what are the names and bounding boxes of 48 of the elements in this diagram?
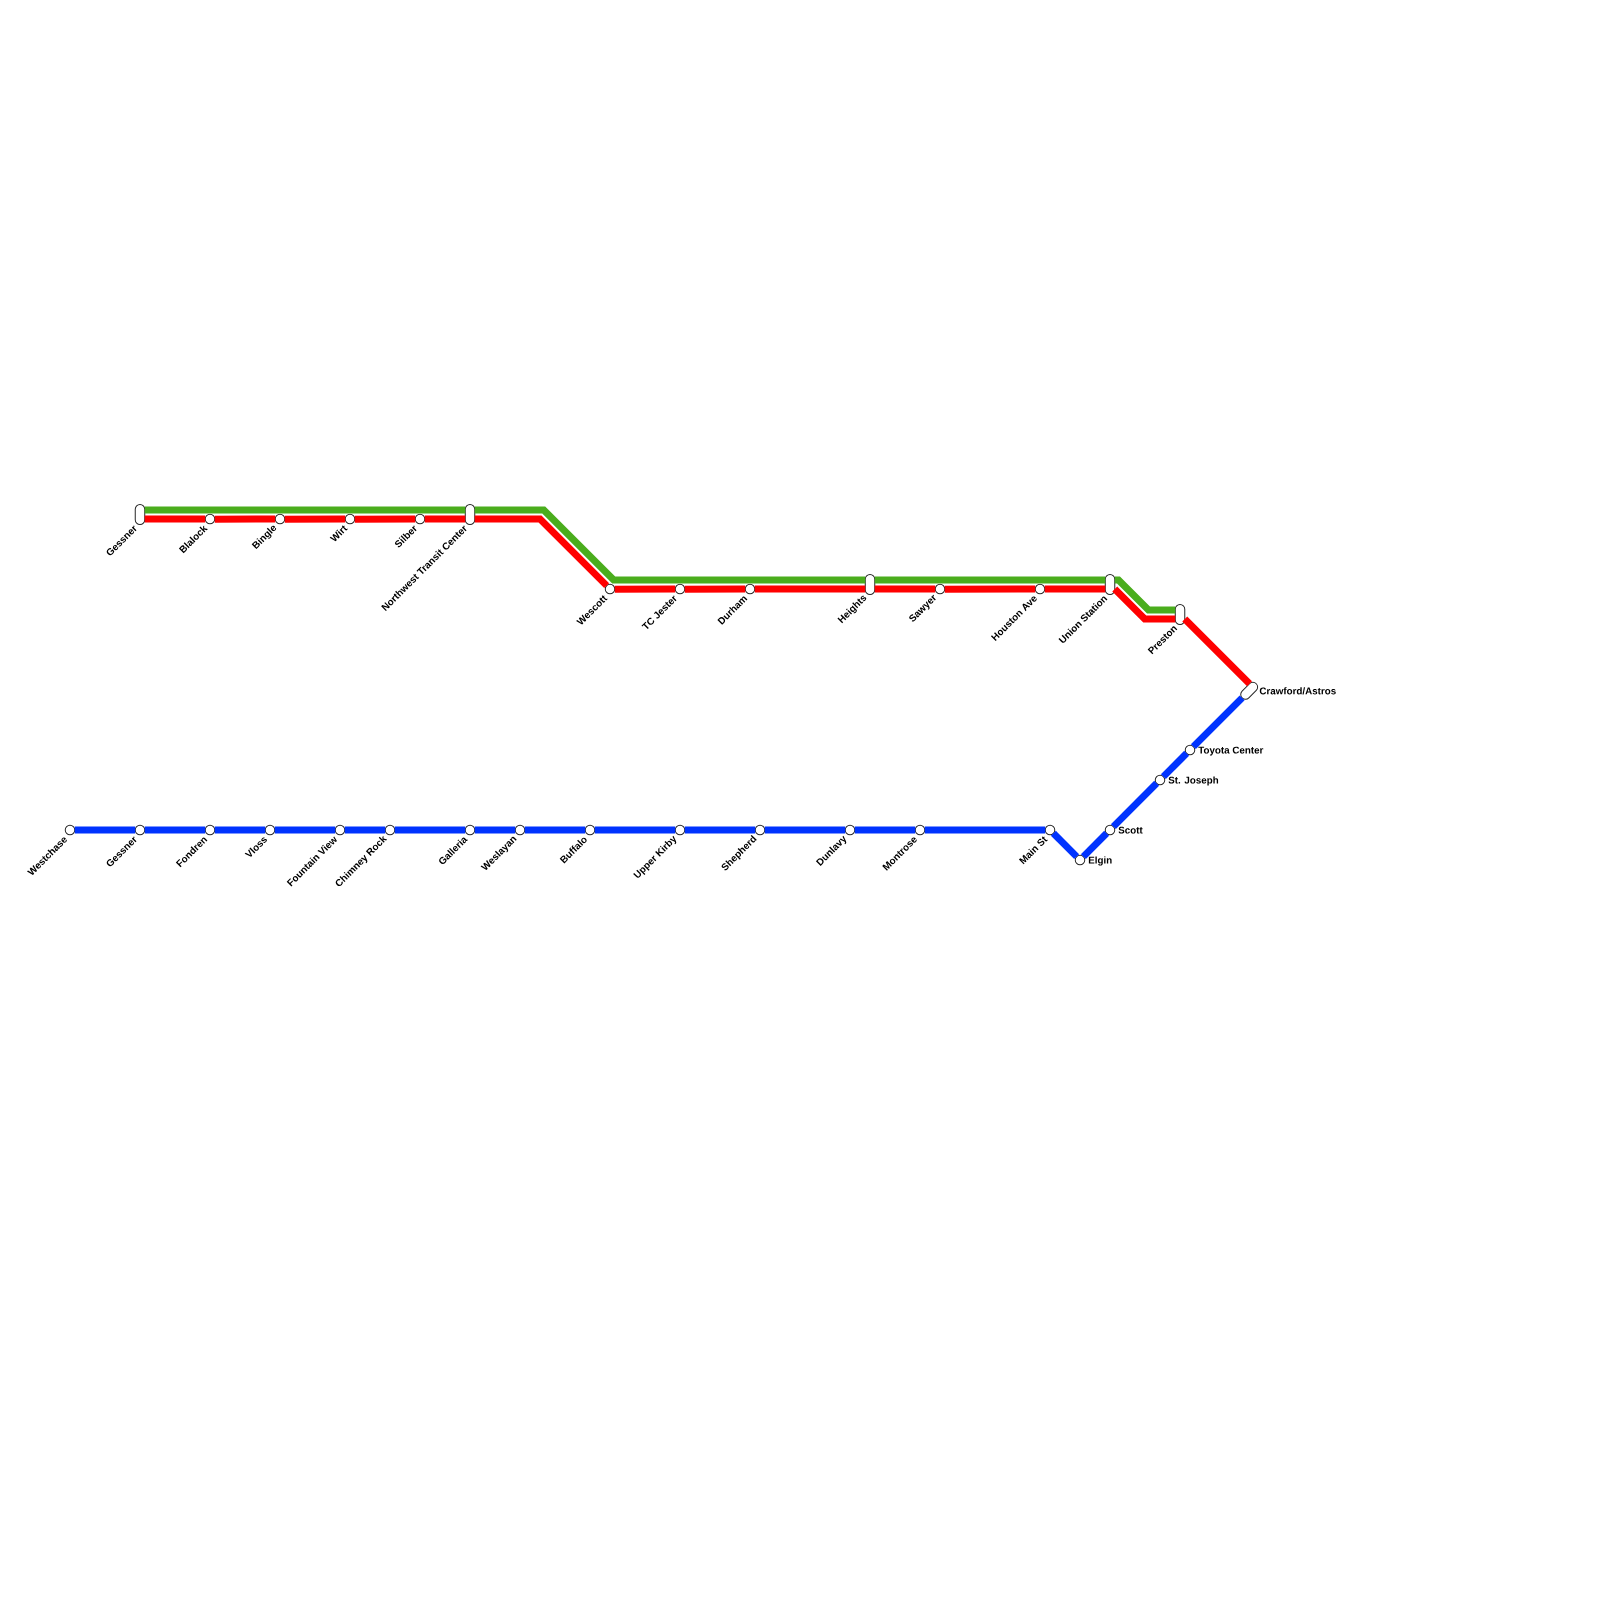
- station-label: Scott: [1118, 826, 1143, 834]
- station-label: Wirt: [329, 525, 348, 542]
- route-line: [354, 515, 416, 523]
- route-line: [874, 585, 936, 593]
- route-line: [754, 585, 866, 593]
- station-label: Crawford/Astros: [1259, 687, 1336, 695]
- route-line: [1112, 586, 1176, 623]
- route-line: [764, 826, 846, 834]
- route-line: [214, 826, 266, 834]
- route-line: [924, 826, 1046, 834]
- route-line: [274, 826, 336, 834]
- route-line: [1160, 750, 1190, 780]
- interchange-marker: [464, 504, 476, 525]
- interchange-marker: [1174, 604, 1186, 625]
- interchange-marker: [134, 504, 146, 525]
- route-line: [424, 515, 466, 523]
- interchange-marker: [1104, 574, 1116, 595]
- route-line: [144, 515, 206, 523]
- route-line: [214, 515, 276, 523]
- route-line: [284, 515, 346, 523]
- route-line: [944, 585, 1036, 593]
- route-line: [144, 826, 206, 834]
- route-line: [874, 576, 1106, 584]
- route-line: [1080, 830, 1110, 860]
- route-line: [1044, 585, 1106, 593]
- route-line: [1190, 695, 1245, 750]
- interchange-marker: [1240, 681, 1259, 700]
- interchange-marker: [864, 574, 876, 595]
- station-label: Toyota Center: [1198, 746, 1264, 756]
- station-label: Elgin: [1088, 856, 1112, 866]
- route-line: [344, 826, 386, 834]
- route-line: [474, 506, 866, 584]
- route-line: [1114, 576, 1176, 614]
- route-line: [594, 826, 676, 834]
- route-line: [854, 826, 916, 834]
- station-label: St. Joseph: [1168, 776, 1219, 786]
- route-line: [614, 585, 676, 593]
- route-line: [74, 826, 136, 834]
- route-line: [474, 826, 516, 834]
- route-line: [474, 515, 610, 589]
- route-line: [394, 826, 466, 834]
- route-line: [684, 826, 756, 834]
- route-line: [684, 585, 746, 593]
- route-line: [1050, 830, 1080, 860]
- route-line: [524, 826, 586, 834]
- route-line: [1182, 616, 1252, 687]
- route-line: [144, 506, 466, 514]
- route-line: [1110, 780, 1160, 830]
